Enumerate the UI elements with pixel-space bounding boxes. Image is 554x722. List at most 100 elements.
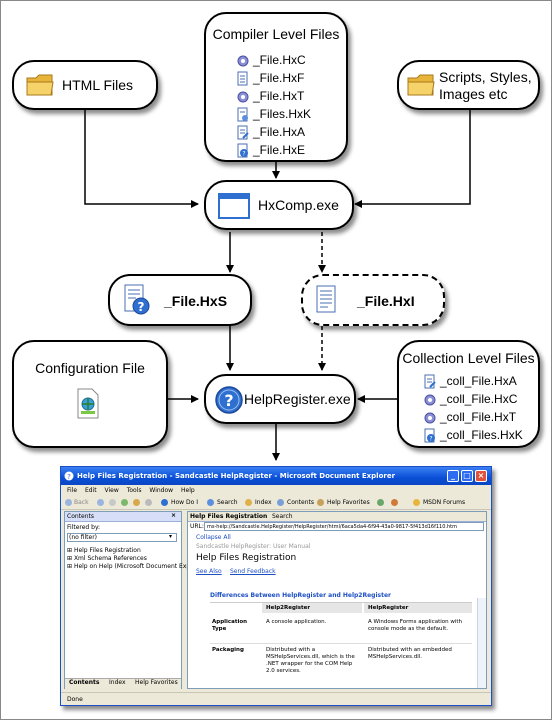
- contents-icon[interactable]: [277, 499, 284, 506]
- table-cell: Packaging: [212, 647, 244, 653]
- window-icon: [218, 193, 250, 219]
- menu-window[interactable]: Window: [149, 487, 174, 494]
- node-hxi-label: _File.HxI: [357, 293, 415, 309]
- document-icon: [237, 71, 248, 85]
- gear-file-icon: [237, 91, 249, 102]
- node-compiler-level-files: Compiler Level Files _File.HxC _File.HxF…: [204, 12, 348, 162]
- node-config-label: Configuration File: [35, 360, 145, 376]
- document-pane: Help Files Registration Search URL: ms-h…: [187, 511, 487, 689]
- close-button[interactable]: ×: [475, 470, 487, 482]
- breadcrumb: Sandcastle HelpRegister: User Manual: [196, 543, 311, 550]
- menu-tools[interactable]: Tools: [126, 487, 142, 494]
- config-file-icon: [77, 388, 99, 419]
- list-item: _File.HxF: [236, 69, 311, 87]
- node-helpregister: ? HelpRegister.exe: [204, 374, 356, 424]
- sync-icon[interactable]: [377, 499, 384, 506]
- maximize-button[interactable]: □: [461, 470, 473, 482]
- refresh-icon[interactable]: [121, 499, 128, 506]
- document-tabs: [188, 512, 486, 522]
- table-cell: Application Type: [212, 619, 248, 632]
- how-do-i-button[interactable]: How Do I: [171, 499, 198, 506]
- see-also-link[interactable]: See Also: [196, 568, 222, 575]
- edge-html-to-hxcomp: [84, 108, 199, 208]
- edge-scripts-to-hxcomp: [354, 108, 471, 208]
- list-item: ?_coll_Files.HxK: [423, 426, 523, 444]
- section-heading: Differences Between HelpRegister and Hel…: [210, 592, 391, 599]
- node-scripts-line1: Scripts, Styles,: [439, 69, 532, 85]
- help-file-icon: ?: [124, 284, 150, 315]
- menu-help[interactable]: Help: [180, 487, 195, 494]
- search-icon[interactable]: [207, 499, 214, 506]
- toolbar: Back How Do I Search Index Contents Help…: [61, 496, 491, 510]
- stop-icon[interactable]: [109, 499, 116, 506]
- help-icon: ?: [64, 471, 74, 481]
- node-compiler-title: Compiler Level Files: [212, 26, 340, 42]
- url-label: URL:: [190, 523, 204, 530]
- contents-button[interactable]: Contents: [287, 499, 314, 506]
- back-arrow-icon[interactable]: [65, 499, 72, 506]
- send-feedback-link[interactable]: Send Feedback: [230, 568, 276, 575]
- menu-edit[interactable]: Edit: [84, 487, 97, 494]
- document-edit-icon: [237, 125, 249, 139]
- node-html-label: HTML Files: [62, 77, 134, 93]
- svg-text:?: ?: [224, 391, 233, 410]
- font-size-icon[interactable]: [145, 499, 152, 506]
- compiler-file-list: _File.HxC _File.HxF _File.HxT _Files.HxK…: [236, 51, 311, 159]
- index-file-icon: [237, 107, 248, 121]
- gear-file-icon: [237, 55, 249, 66]
- svg-text:?: ?: [138, 300, 145, 314]
- back-button[interactable]: Back: [74, 499, 89, 506]
- pane-close-icon[interactable]: ×: [171, 512, 177, 519]
- how-do-i-icon[interactable]: [161, 499, 168, 506]
- msdn-forums-button[interactable]: MSDN Forums: [423, 499, 466, 506]
- svg-text:?: ?: [242, 150, 245, 157]
- tab-help-favorites[interactable]: Help Favorites: [135, 679, 178, 686]
- table-header: HelpRegister: [368, 605, 409, 611]
- tree-item[interactable]: ⊞ Help on Help (Microsoft Document Explo: [67, 563, 196, 570]
- search-button[interactable]: Search: [217, 499, 238, 506]
- tree-item[interactable]: ⊞ Xml Schema References: [67, 555, 147, 562]
- help-file-icon: ?: [237, 143, 248, 157]
- minimize-button[interactable]: _: [447, 470, 459, 482]
- tab-document[interactable]: Help Files Registration: [190, 513, 268, 520]
- tree-item[interactable]: ⊞ Help Files Registration: [67, 547, 141, 554]
- ask-icon[interactable]: [391, 499, 398, 506]
- menu-view[interactable]: View: [104, 487, 119, 494]
- list-item: _coll_File.HxA: [423, 372, 523, 390]
- contents-pane: Contents × Filtered by: (no filter) ▾ ⊞ …: [64, 511, 196, 689]
- index-icon[interactable]: [245, 499, 252, 506]
- tab-contents[interactable]: Contents: [69, 679, 100, 686]
- msdn-forums-icon[interactable]: [413, 499, 420, 506]
- help-icon: ?: [215, 386, 243, 414]
- gear-file-icon: [424, 412, 436, 423]
- chevron-down-icon[interactable]: ▾: [169, 533, 173, 540]
- status-text: Done: [67, 696, 83, 703]
- page-heading: Help Files Registration: [196, 553, 297, 563]
- node-collection-level-files: Collection Level Files _coll_File.HxA _c…: [397, 340, 540, 448]
- list-item: _File.HxC: [236, 51, 311, 69]
- url-field[interactable]: ms-help://Sandcastle.HelpRegister/HelpRe…: [204, 522, 484, 531]
- help-favorites-button[interactable]: Help Favorites: [327, 499, 370, 506]
- help-favorites-icon[interactable]: [317, 499, 324, 506]
- menu-file[interactable]: File: [67, 487, 78, 494]
- collapse-all-link[interactable]: Collapse All: [196, 534, 231, 541]
- node-hxcomp: HxComp.exe: [204, 180, 354, 230]
- forward-arrow-icon[interactable]: [97, 499, 104, 506]
- tab-search[interactable]: Search: [272, 513, 293, 520]
- filter-value: (no filter): [69, 534, 98, 541]
- list-item: _File.HxA: [236, 123, 311, 141]
- document-edit-icon: [424, 374, 436, 388]
- filter-select[interactable]: [67, 533, 177, 542]
- folder-icon: [407, 74, 435, 96]
- node-hxi: _File.HxI: [301, 274, 445, 326]
- contents-pane-title: Contents: [67, 513, 94, 520]
- list-item: ?_File.HxE: [236, 141, 311, 159]
- vertical-scrollbar[interactable]: [477, 598, 486, 688]
- home-icon[interactable]: [133, 499, 140, 506]
- index-button[interactable]: Index: [255, 499, 272, 506]
- tab-index[interactable]: Index: [109, 679, 126, 686]
- status-bar: Done: [61, 692, 491, 705]
- list-item: _coll_File.HxT: [423, 408, 523, 426]
